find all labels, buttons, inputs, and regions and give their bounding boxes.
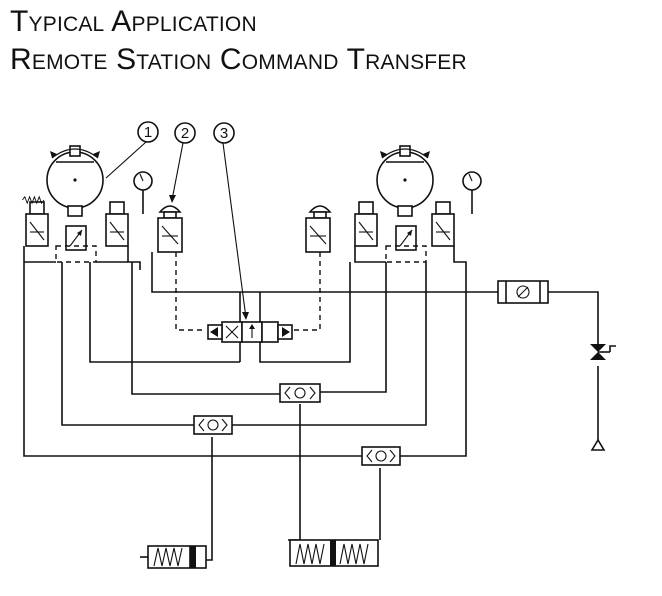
callout-2: 2 <box>174 122 196 144</box>
callout-leader-3 <box>222 142 247 319</box>
shuttle-valve-upper <box>279 383 321 403</box>
regulator-valve-left-center <box>65 225 87 251</box>
solenoid-valve-left-b <box>105 201 129 247</box>
regulator-valve-right-center <box>395 225 417 251</box>
callout-leader-1 <box>105 141 147 179</box>
callout-1: 1 <box>137 121 159 143</box>
callout-3-number: 3 <box>220 125 228 142</box>
pushbutton-valve-right <box>305 205 332 253</box>
pushbutton-valve <box>157 205 183 253</box>
pressure-regulator-left <box>46 145 104 217</box>
filter-unit <box>497 280 549 304</box>
pressure-gauge-right <box>462 171 482 214</box>
callout-leader-2 <box>171 142 184 201</box>
shuttle-valve-lower <box>361 446 401 466</box>
callout-2-number: 2 <box>181 125 189 142</box>
pressure-gauge-left <box>133 171 153 214</box>
transfer-valve <box>207 321 293 343</box>
diagram-title-line2: Remote Station Command Transfer <box>10 43 467 76</box>
cylinder-left <box>140 545 207 569</box>
cylinder-right <box>289 539 379 567</box>
shuttle-valve-middle <box>193 415 233 435</box>
callout-1-number: 1 <box>144 124 152 141</box>
callout-3: 3 <box>213 122 235 144</box>
diagram-title-line1: Typical Application <box>10 5 257 38</box>
air-source-triangle <box>590 438 606 451</box>
pressure-regulator-right <box>376 145 434 217</box>
supply-valve <box>590 344 616 360</box>
solenoid-valve-right-a <box>354 201 378 247</box>
solenoid-valve-right-b <box>431 201 455 247</box>
solenoid-valve-left-a <box>21 196 49 247</box>
pneumatic-lines <box>23 246 599 561</box>
